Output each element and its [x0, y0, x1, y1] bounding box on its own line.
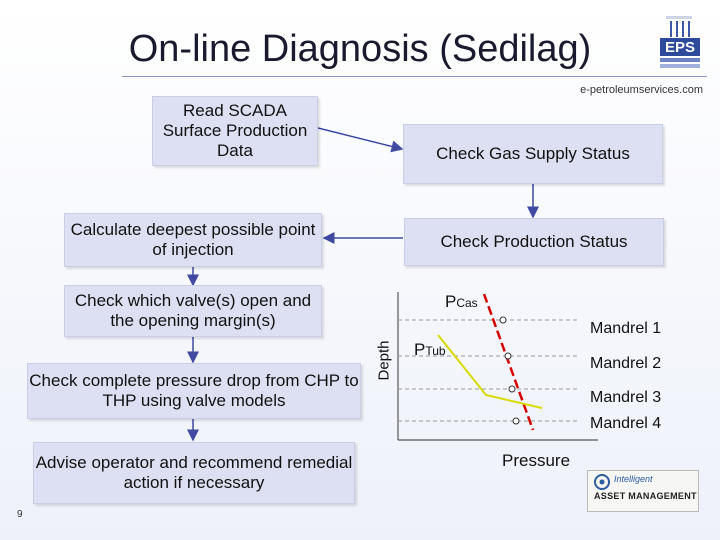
eps-logo: EPS [660, 16, 700, 68]
ptub-main: P [414, 340, 426, 359]
iam-logo-top: Intelligent [614, 474, 653, 484]
pcas-sub: Cas [456, 296, 478, 310]
depth-axis-label: Depth [375, 340, 393, 381]
iam-logo-bottom: ASSET MANAGEMENT [594, 491, 697, 501]
ptub-label: PTub [414, 340, 446, 360]
casing-pressure-line [482, 293, 535, 431]
mandrel-1-label: Mandrel 1 [590, 320, 662, 337]
title-divider [122, 76, 707, 77]
mandrel-1-marker [499, 316, 507, 324]
calc-deepest-injection-box: Calculate deepest possible point of inje… [64, 213, 322, 267]
mandrel-4-label: Mandrel 4 [590, 415, 662, 432]
check-production-box: Check Production Status [404, 218, 664, 266]
pcas-label: PCas [445, 292, 478, 312]
mandrel-2-marker [504, 352, 512, 360]
check-pressure-drop-box: Check complete pressure drop from CHP to… [27, 363, 361, 419]
pcas-main: P [445, 292, 457, 311]
mandrel-3-marker [508, 385, 516, 393]
page-title: On-line Diagnosis (Sedilag) [128, 28, 592, 70]
tubing-pressure-line [437, 334, 543, 409]
page-number: 9 [17, 509, 23, 520]
ptub-sub: Tub [425, 344, 446, 358]
check-valves-box: Check which valve(s) open and the openin… [64, 285, 322, 337]
check-gas-supply-box: Check Gas Supply Status [403, 124, 663, 184]
read-scada-box: Read SCADA Surface Production Data [152, 96, 318, 166]
pressure-axis-label: Pressure [502, 451, 571, 470]
intelligent-asset-management-logo: Intelligent ASSET MANAGEMENT [587, 470, 699, 512]
logo-text: EPS [665, 39, 695, 56]
iam-logo-icon [594, 474, 610, 490]
advise-operator-box: Advise operator and recommend remedial a… [33, 442, 355, 504]
mandrel-3-label: Mandrel 3 [590, 389, 662, 406]
arrow-scada-to-gas [317, 127, 404, 153]
mandrel-4-marker [512, 417, 520, 425]
website-label: e-petroleumservices.com [580, 84, 703, 96]
mandrel-2-label: Mandrel 2 [590, 355, 662, 372]
